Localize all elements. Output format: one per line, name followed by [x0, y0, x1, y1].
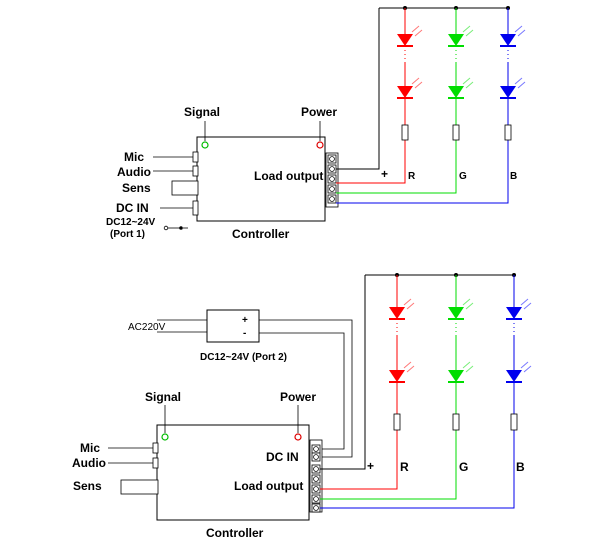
mic-label: Mic	[124, 150, 144, 164]
red-led-icon	[388, 298, 415, 320]
power-led-icon	[294, 433, 302, 441]
signal-label: Signal	[184, 105, 220, 119]
resistor-icon	[452, 124, 460, 141]
red-wire	[320, 430, 398, 490]
controller-label: Controller	[206, 526, 264, 540]
dcin-label: DC IN	[116, 201, 149, 215]
audio-label: Audio	[72, 456, 106, 470]
adapter-minus-label: -	[243, 328, 246, 339]
dcin-label: DC IN	[266, 450, 299, 464]
diagram-1: Signal Power Mic Audio Sens DC IN DC12~2…	[106, 6, 526, 241]
blue-wire	[320, 430, 515, 509]
signal-led-icon	[201, 141, 209, 149]
resistor-icon	[452, 413, 460, 431]
red-wire	[336, 140, 406, 184]
sens-sensor	[171, 180, 199, 196]
red-led-icon	[388, 361, 415, 383]
green-led-icon	[447, 25, 474, 47]
resistor-icon	[401, 124, 409, 141]
blue-led-icon	[499, 25, 526, 47]
green-led-icon	[447, 298, 474, 320]
sens-label: Sens	[73, 479, 102, 493]
channel-g-label: G	[459, 460, 468, 474]
power-label: Power	[280, 390, 316, 404]
channel-g-label: G	[459, 171, 467, 182]
port-label: (Port 1)	[110, 229, 145, 240]
sens-label: Sens	[122, 181, 151, 195]
mic-label: Mic	[80, 441, 100, 455]
adapter-negative-wire	[259, 332, 345, 450]
red-led-icon	[396, 77, 423, 99]
controller-box	[196, 136, 326, 222]
signal-led-icon	[161, 433, 169, 441]
power-led-icon	[316, 141, 324, 149]
controller-box	[156, 424, 310, 521]
channel-b-label: B	[516, 460, 525, 474]
blue-wire	[336, 140, 509, 204]
plus-label: +	[381, 167, 388, 181]
dcin-jack	[192, 200, 199, 216]
plus-label: +	[367, 459, 374, 473]
mic-jack	[152, 442, 159, 454]
resistor-icon	[393, 413, 401, 431]
blue-led-icon	[505, 361, 532, 383]
diagram-2: AC220V + - DC12~24V (Port 2) Signal Powe…	[72, 273, 532, 540]
audio-jack	[192, 165, 199, 177]
dc-voltage-label: DC12~24V	[106, 217, 156, 228]
power-adapter-box	[206, 309, 260, 343]
channel-b-label: B	[510, 171, 517, 182]
green-led-icon	[447, 77, 474, 99]
blue-led-icon	[499, 77, 526, 99]
adapter-positive-wire	[259, 319, 353, 458]
dc-port-label: DC12~24V (Port 2)	[200, 352, 287, 363]
green-led-icon	[447, 361, 474, 383]
green-wire	[320, 430, 457, 500]
common-wire	[336, 8, 380, 170]
mic-jack	[192, 151, 199, 163]
sens-sensor	[120, 479, 159, 495]
power-label: Power	[301, 105, 337, 119]
common-wire	[320, 275, 366, 470]
red-led-icon	[396, 25, 423, 47]
resistor-icon	[510, 413, 518, 431]
signal-label: Signal	[145, 390, 181, 404]
load-output-label: Load output	[234, 479, 303, 493]
resistor-icon	[504, 124, 512, 141]
controller-label: Controller	[232, 227, 290, 241]
channel-r-label: R	[408, 171, 416, 182]
blue-led-icon	[505, 298, 532, 320]
channel-r-label: R	[400, 460, 409, 474]
adapter-plus-label: +	[242, 315, 248, 326]
audio-label: Audio	[117, 165, 151, 179]
green-wire	[336, 140, 457, 194]
load-output-label: Load output	[254, 169, 323, 183]
audio-jack	[152, 457, 159, 469]
ac-voltage-label: AC220V	[128, 322, 166, 333]
